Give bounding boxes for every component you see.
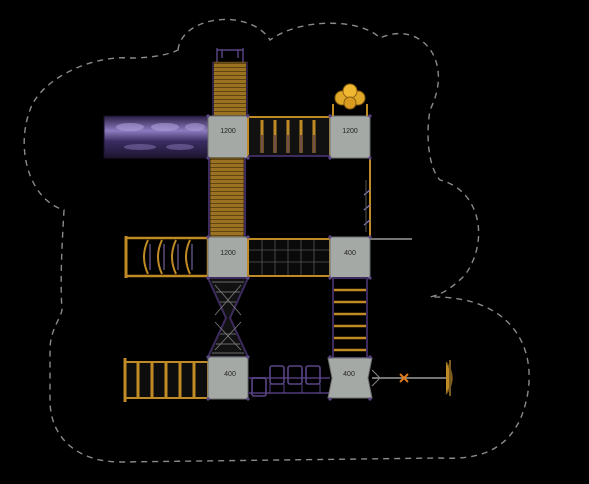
deck-mid-right: 400 <box>329 236 371 279</box>
top-bridge <box>247 116 331 157</box>
deck-top-right-height: 1200 <box>342 128 358 135</box>
deck-top-right: 1200 <box>329 104 371 159</box>
mid-left-horizontal-ladder <box>124 236 210 278</box>
deck-mid-right-height: 400 <box>344 250 356 257</box>
top-climbing-ramp <box>212 48 248 117</box>
hourglass-net-climber <box>206 277 250 358</box>
deck-bottom-right: 400 <box>327 357 373 399</box>
deck-mid-left: 1200 <box>207 236 249 279</box>
corner-posts <box>206 114 372 401</box>
safety-zone-boundary <box>23 18 530 463</box>
deck-bottom-right-height: 400 <box>343 371 355 378</box>
zip-line <box>371 360 453 396</box>
bottom-left-horizontal-ladder <box>123 358 209 402</box>
flower-ornament <box>334 83 366 110</box>
deck-top-left-height: 1200 <box>220 128 236 135</box>
right-climbing-wall <box>363 158 371 237</box>
net-bridge <box>247 238 331 277</box>
deck-bottom-left-height: 400 <box>224 371 236 378</box>
middle-ramp <box>208 157 246 238</box>
right-vertical-ladder <box>332 277 368 359</box>
deck-mid-left-height: 1200 <box>220 250 236 257</box>
deck-bottom-left: 400 <box>207 356 249 400</box>
tube-slide <box>103 115 209 159</box>
stepping-bridge <box>248 365 330 397</box>
deck-top-left: 1200 <box>207 115 249 159</box>
